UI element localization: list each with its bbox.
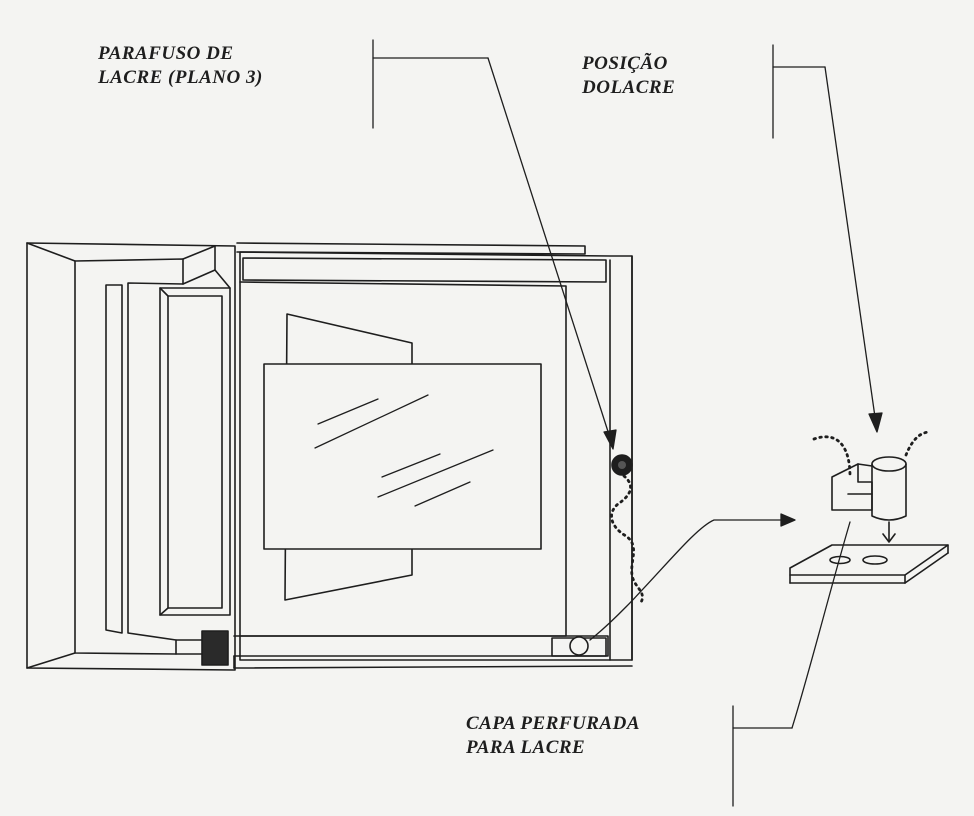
cap-callout-label: CAPA PERFURADA PARA LACRE — [466, 712, 640, 760]
seal-position-callout-label: POSIÇÃO DOLACRE — [582, 52, 675, 100]
leader-screw — [372, 39, 617, 450]
lower-seal-ring — [569, 636, 589, 656]
cap-label-line1: CAPA PERFURADA — [466, 713, 641, 734]
meter-cover — [233, 242, 633, 669]
cap-label-line2: PARA LACRE — [466, 737, 586, 758]
leader-cap — [589, 513, 851, 807]
seal-wire-loop — [812, 430, 932, 478]
screw-label-line2: LACRE (PLANO 3) — [98, 67, 263, 88]
seal-position-label-line1: POSIÇÃO — [582, 53, 668, 74]
leader-seal-position — [772, 44, 883, 433]
meter-display — [263, 313, 542, 601]
screw-label-line1: PARAFUSO DE — [98, 43, 234, 64]
screw-callout-label: PARAFUSO DE LACRE (PLANO 3) — [98, 42, 263, 90]
seal-assembly — [789, 456, 949, 584]
meter-housing — [26, 242, 236, 671]
seal-wire — [610, 474, 644, 606]
seal-position-label-line2: DOLACRE — [582, 77, 676, 98]
seal-screw — [611, 454, 633, 476]
